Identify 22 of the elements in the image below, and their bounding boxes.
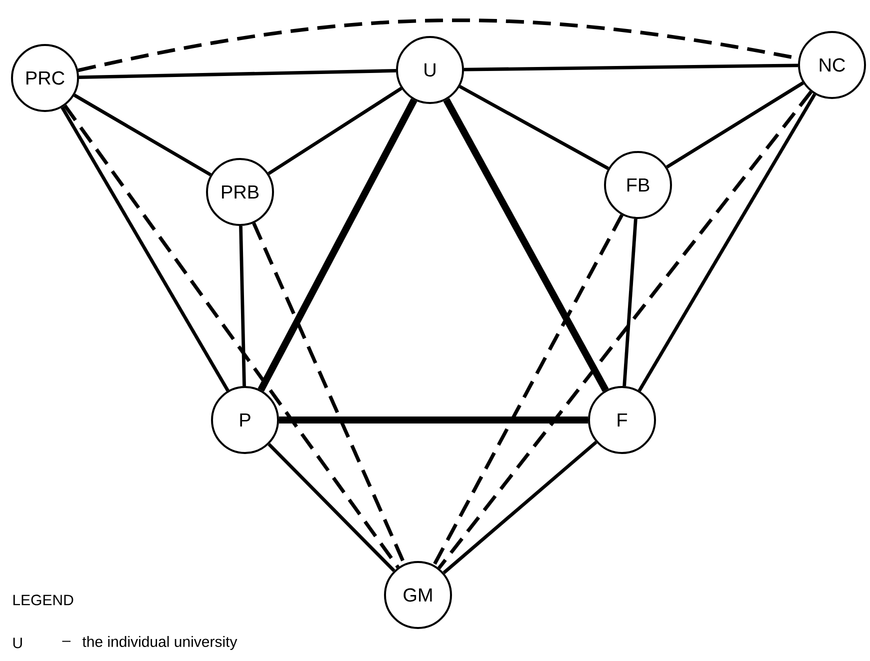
legend-text: the individual university <box>82 636 238 650</box>
connector-line <box>464 64 798 72</box>
connector-line <box>239 226 246 386</box>
legend-text: U <box>13 638 22 648</box>
connector-line <box>666 81 804 169</box>
connector-line <box>279 416 588 424</box>
legend-text: – <box>62 640 71 642</box>
connector-line <box>258 98 418 392</box>
connector-line <box>74 94 212 176</box>
connector-line <box>443 98 609 392</box>
connector-line <box>78 69 396 79</box>
connector-line <box>638 93 816 392</box>
connector-line <box>442 440 598 574</box>
dashed-line <box>63 104 400 568</box>
connector-line <box>268 442 396 572</box>
dashed-line <box>432 214 624 566</box>
connector-line <box>458 84 610 170</box>
legend-heading: LEGEND <box>13 594 74 606</box>
connector-line <box>622 218 638 386</box>
dashed-line <box>438 90 812 570</box>
connector-line <box>268 86 402 176</box>
connector-line <box>60 106 230 392</box>
